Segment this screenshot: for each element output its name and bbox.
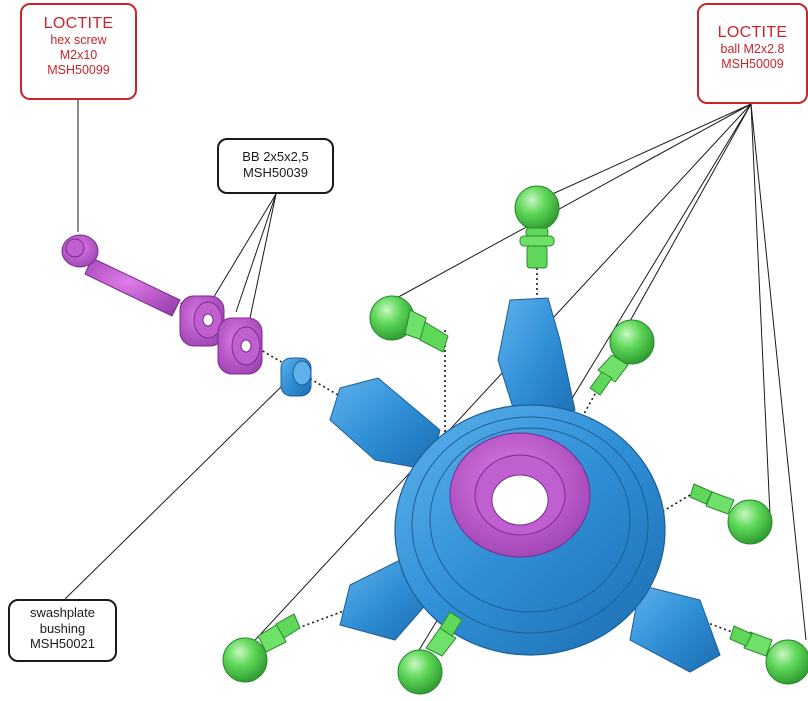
callout-line: MSH50099 [47, 63, 110, 78]
ball-link [589, 319, 655, 396]
callout-line: ball M2x2.8 [720, 42, 785, 57]
ball-link [689, 483, 773, 545]
callout-line: BB 2x5x2,5 [242, 149, 309, 164]
bushing-callout: swashplate bushing MSH50021 [8, 599, 117, 662]
swashplate-bushing [280, 357, 312, 397]
callout-title: LOCTITE [43, 15, 114, 32]
loctite-hex-screw-callout: LOCTITE hex screw M2x10 MSH50099 [20, 3, 137, 100]
callout-line: MSH50021 [29, 636, 96, 652]
bushing-leader-line [64, 384, 284, 600]
ball-link [729, 625, 808, 685]
ball-link [222, 613, 301, 683]
swashplate [329, 297, 721, 673]
callout-line: MSH50039 [242, 164, 309, 180]
ball-link [369, 295, 449, 353]
ball-bearing [179, 295, 225, 347]
ball-leader-lines [231, 103, 807, 666]
ball-link [514, 185, 560, 269]
ball-link [397, 611, 463, 695]
ball-bearing [217, 317, 263, 375]
callout-line: swashplate [29, 605, 96, 620]
callout-line: hex screw [50, 33, 107, 48]
callout-line: bushing [39, 620, 86, 636]
loctite-ball-callout: LOCTITE ball M2x2.8 MSH50009 [697, 3, 808, 104]
bearing-callout: BB 2x5x2,5 MSH50039 [217, 138, 334, 194]
callout-line: MSH50009 [721, 57, 784, 72]
bearing-leader-lines [211, 193, 277, 319]
hex-screw [61, 234, 181, 317]
callout-title: LOCTITE [717, 24, 788, 41]
callout-line: M2x10 [59, 48, 98, 63]
